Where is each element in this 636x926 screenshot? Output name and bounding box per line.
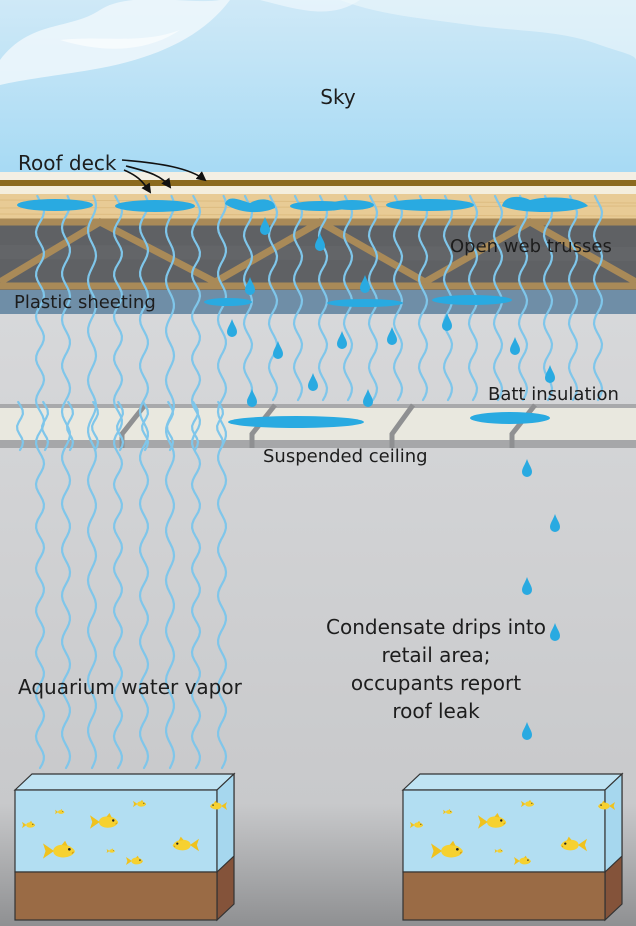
vapor-line [65,400,75,452]
condensate-line-2: retail area; [382,643,491,667]
sky-label: Sky [320,85,356,109]
vapor-line [592,194,604,402]
batt-insulation-label: Batt insulation [488,384,619,405]
vapor-line [215,400,225,452]
water-vapor-lines [15,194,604,770]
vapor-line [115,400,125,452]
vapor-label: Aquarium water vapor [18,675,243,699]
arrow-icon [125,165,172,189]
condensate-line-3: occupants report [351,671,521,695]
vapor-line [342,194,354,402]
vapor-line [367,194,379,402]
vapor-line [40,400,50,452]
vapor-line [392,194,404,402]
vapor-line [317,194,329,402]
vapor-line [86,194,98,770]
vapor-line [138,194,150,770]
vapor-line [216,194,228,770]
vapor-line [517,194,529,402]
vapor-line [15,400,25,452]
condensate-note: Condensate drips into retail area; occup… [326,615,546,723]
vapor-line [417,194,429,402]
condensate-puddles [17,196,588,428]
roof-deck-label: Roof deck [18,151,117,175]
plastic-sheeting [0,290,636,314]
plastic-sheeting-label: Plastic sheeting [14,292,156,313]
vapor-line [165,400,175,452]
vapor-line [34,194,46,770]
vapor-line [567,194,579,402]
vapor-line [190,194,202,770]
truss-members [0,217,636,290]
roof-deck [0,172,636,222]
vapor-line [90,400,100,452]
condensate-line-4: roof leak [392,699,480,723]
vapor-line [60,194,72,770]
vapor-line [140,400,150,452]
condensate-line-1: Condensate drips into [326,615,546,639]
aquarium-right [401,772,624,922]
vapor-line [190,400,200,452]
vapor-line [112,194,124,770]
vapor-line [242,194,254,402]
truss-space [0,217,636,290]
aquarium-icon [13,772,236,922]
open-web-trusses-label: Open web trusses [450,236,612,257]
aquarium-left [13,772,236,922]
arrow-icon [121,159,207,182]
sky-region [0,0,636,172]
arrow-icon [123,169,152,194]
vapor-line [164,194,176,770]
vapor-line [542,194,554,402]
vapor-line [292,194,304,402]
vapor-line [267,194,279,402]
aquarium-icon [401,772,624,922]
roof-deck-arrows [121,159,207,194]
suspended-ceiling-label: Suspended ceiling [263,446,428,467]
